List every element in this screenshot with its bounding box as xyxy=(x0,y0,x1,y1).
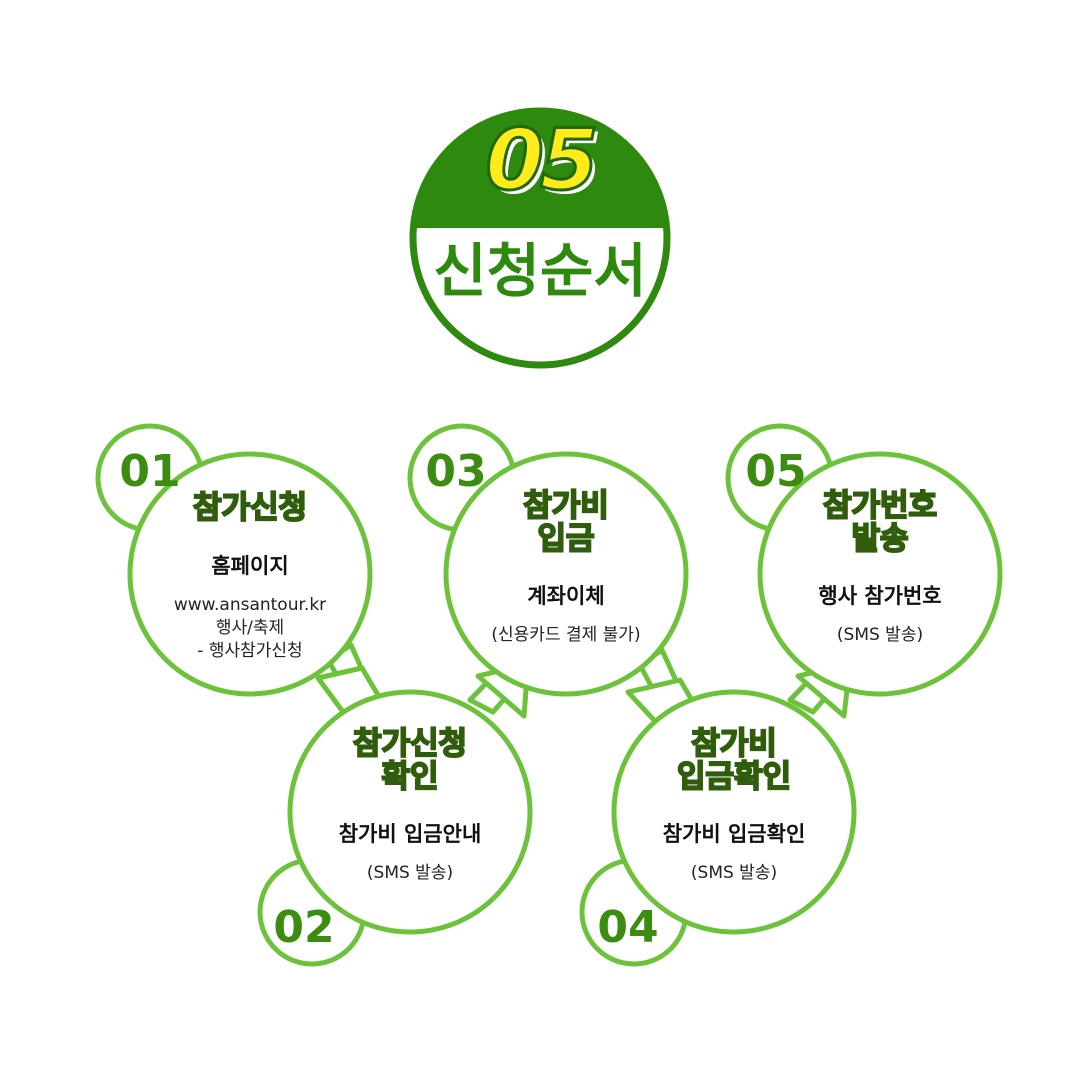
step-03-sub: (신용카드 결제 불가) xyxy=(491,625,641,645)
step-03-title: 참가비 입금 xyxy=(436,488,696,558)
step-01-sub-line: - 행사참가신청 xyxy=(197,640,303,661)
step-04-sub: (SMS 발송) xyxy=(690,863,778,883)
step-03-title-line: 입금 xyxy=(536,521,595,558)
step-circle-05 xyxy=(757,451,1003,697)
step-01-sub-line: 행사/축제 xyxy=(215,617,285,638)
step-02-number: 02 xyxy=(273,902,335,953)
step-circle-04 xyxy=(611,689,857,935)
step-04-title-line: 참가비 xyxy=(690,726,778,762)
step-01-number: 01 xyxy=(119,446,181,497)
step-05-number: 05 xyxy=(745,446,807,497)
step-02-sub: (SMS 발송) xyxy=(366,863,454,883)
header-title: 신청순서 xyxy=(433,237,647,305)
step-circle-02 xyxy=(287,689,533,935)
step-05-title: 참가번호 발송 xyxy=(750,488,1010,558)
header-number: 05 xyxy=(484,111,600,209)
step-01-title: 참가신청 xyxy=(192,490,308,526)
header-badge xyxy=(409,107,671,369)
step-05-title-line: 참가번호 xyxy=(822,488,938,524)
step-circle-01 xyxy=(127,451,373,697)
step-05-title-line: 발송 xyxy=(850,521,909,558)
step-02-title: 참가신청 확인 xyxy=(280,726,540,796)
step-02-title-line: 참가신청 xyxy=(352,726,468,762)
step-03-number: 03 xyxy=(425,446,487,497)
step-05-sub: (SMS 발송) xyxy=(836,625,924,645)
step-04-title: 참가비 입금확인 xyxy=(604,726,864,796)
step-02-main: 참가비 입금안내 xyxy=(338,822,482,846)
step-01-sub-line: www.ansantour.kr xyxy=(173,595,327,615)
step-05-main: 행사 참가번호 xyxy=(818,584,942,608)
step-03-title-line: 참가비 xyxy=(522,488,610,524)
step-04-number: 04 xyxy=(597,902,659,953)
step-03-main: 계좌이체 xyxy=(527,584,605,608)
step-circle-03 xyxy=(443,451,689,697)
step-01-main: 홈페이지 xyxy=(211,554,289,578)
step-circles xyxy=(127,451,1003,935)
step-02-title-line: 확인 xyxy=(380,759,439,796)
step-01-sub: www.ansantour.kr 행사/축제 - 행사참가신청 xyxy=(120,594,380,663)
step-04-main: 참가비 입금확인 xyxy=(662,822,806,846)
step-04-title-line: 입금확인 xyxy=(676,759,792,796)
